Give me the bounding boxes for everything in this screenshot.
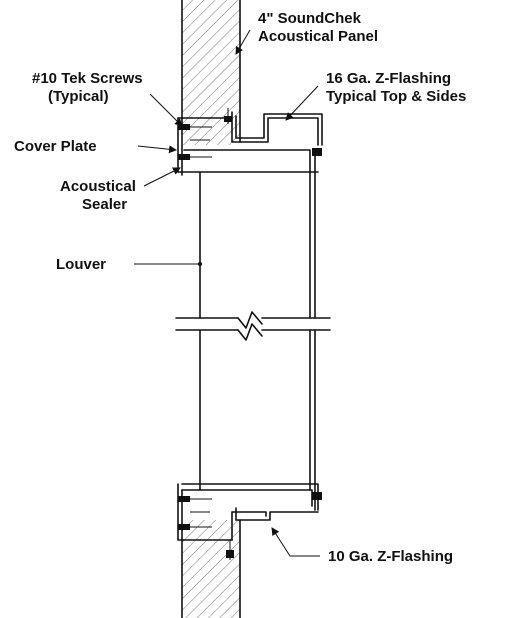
- label-zflash16-line2: Typical Top & Sides: [326, 88, 467, 105]
- acoustical-panel-upper: [181, 0, 241, 176]
- label-screws-line1: #10 Tek Screws: [32, 70, 143, 87]
- acoustical-panel-lower: [181, 489, 241, 618]
- label-panel-line2: Acoustical Panel: [258, 28, 379, 45]
- break-line: [175, 311, 331, 341]
- top-flashing-assembly: [177, 108, 323, 173]
- label-screws-line2: (Typical): [48, 88, 109, 105]
- leader-lines: [134, 29, 320, 557]
- label-zflash10: 10 Ga. Z-Flashing: [328, 548, 454, 565]
- label-cover-plate: Cover Plate: [14, 138, 97, 155]
- label-sealer-line1: Acoustical: [60, 178, 136, 195]
- label-sealer-line2: Sealer: [82, 196, 128, 213]
- label-louver: Louver: [56, 256, 107, 273]
- label-zflash16-line1: 16 Ga. Z-Flashing: [326, 70, 452, 87]
- louver-body: [199, 149, 316, 511]
- label-panel-line1: 4" SoundChek: [258, 10, 361, 27]
- bottom-flashing-assembly: [177, 483, 322, 560]
